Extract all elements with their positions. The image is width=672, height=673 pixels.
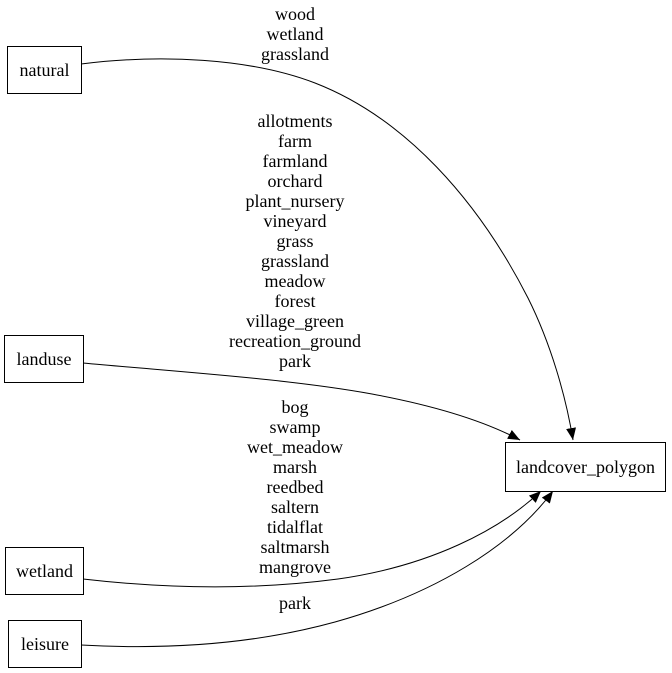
edge-label-line: wood xyxy=(274,4,315,24)
edge-label-line: grass xyxy=(276,231,314,251)
edge-label-line: allotments xyxy=(257,111,333,131)
edge-label-line: recreation_ground xyxy=(229,331,361,351)
edge-label-line: saltern xyxy=(271,497,319,517)
node-landuse: landuse xyxy=(4,335,84,383)
edge-label-line: swamp xyxy=(269,417,321,437)
edge-wetland-to-landcover-polygon xyxy=(82,490,542,588)
edge-label-line: wet_meadow xyxy=(247,437,343,457)
edge-label-line: bog xyxy=(281,397,309,417)
edge-label-line: farm xyxy=(278,131,312,151)
edge-label-line: plant_nursery xyxy=(245,191,345,211)
node-natural: natural xyxy=(7,46,82,94)
edge-label-line: park xyxy=(279,351,311,371)
edge-label-line: farmland xyxy=(262,151,328,171)
edge-label-line: grassland xyxy=(261,44,329,64)
edge-label-line: village_green xyxy=(246,311,344,331)
node-landcover-polygon-label: landcover_polygon xyxy=(516,456,655,477)
edge-label-line: tidalflat xyxy=(267,517,323,537)
node-wetland: wetland xyxy=(5,547,84,595)
node-landcover-polygon: landcover_polygon xyxy=(505,442,666,492)
edge-label-line: orchard xyxy=(267,171,323,191)
edge-natural-to-landcover-polygon xyxy=(80,58,577,441)
edge-label-line: marsh xyxy=(273,457,317,477)
edge-label-landuse: allotments farm farmland orchard plant_n… xyxy=(229,111,361,371)
edge-label-line: vineyard xyxy=(263,211,327,231)
edge-landuse-to-landcover-polygon xyxy=(82,362,521,441)
edge-label-line: saltmarsh xyxy=(260,537,330,557)
edge-label-line: forest xyxy=(274,291,316,311)
node-leisure-label: leisure xyxy=(21,633,69,654)
node-wetland-label: wetland xyxy=(16,560,73,581)
edge-label-line: wetland xyxy=(266,24,324,44)
edge-label-line: mangrove xyxy=(259,557,331,577)
node-natural-label: natural xyxy=(19,59,70,80)
node-landuse-label: landuse xyxy=(16,348,72,369)
node-leisure: leisure xyxy=(8,620,82,668)
edge-label-line: meadow xyxy=(264,271,326,291)
edge-label-line: grassland xyxy=(261,251,329,271)
edge-leisure-to-landcover-polygon xyxy=(80,490,554,648)
edge-label-leisure: park xyxy=(279,593,311,613)
edge-label-wetland: bog swamp wet_meadow marsh reedbed salte… xyxy=(247,397,343,577)
edge-label-natural: wood wetland grassland xyxy=(261,4,329,64)
edge-label-line: park xyxy=(279,593,311,613)
edge-label-line: reedbed xyxy=(266,477,324,497)
